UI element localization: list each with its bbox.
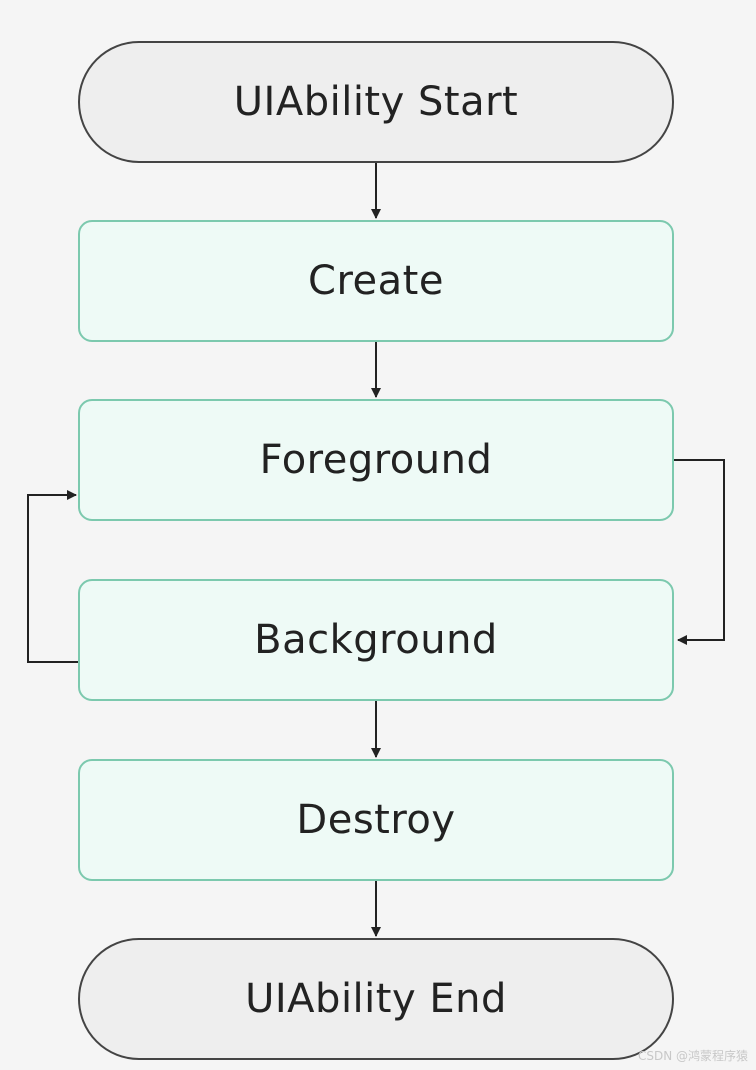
watermark: CSDN @鸿蒙程序猿 (637, 1049, 748, 1063)
node-uiability-end: UIAbility End (78, 938, 674, 1060)
node-label-background: Background (254, 617, 498, 663)
node-background: Background (78, 579, 674, 701)
node-create: Create (78, 220, 674, 342)
arrow-background-to-foreground (27, 490, 78, 663)
node-label-foreground: Foreground (259, 437, 493, 483)
node-label-start: UIAbility Start (233, 79, 519, 125)
node-destroy: Destroy (78, 759, 674, 881)
node-foreground: Foreground (78, 399, 674, 521)
node-label-end: UIAbility End (245, 976, 507, 1022)
node-label-create: Create (308, 258, 444, 304)
node-uiability-start: UIAbility Start (78, 41, 674, 163)
arrow-foreground-to-background (674, 459, 725, 645)
node-label-destroy: Destroy (296, 797, 456, 843)
